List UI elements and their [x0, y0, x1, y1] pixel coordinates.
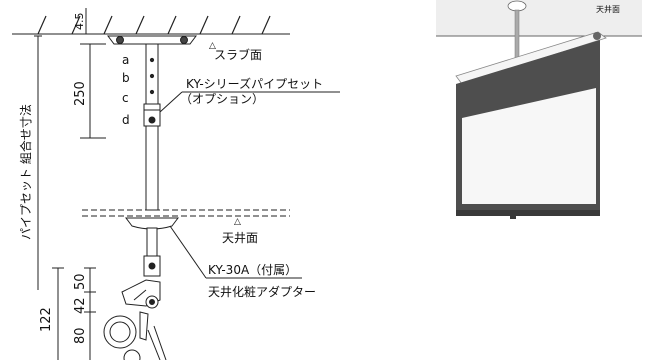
- lower-pipe: [143, 227, 161, 277]
- adapter-sub-label: 天井化粧アダプター: [208, 284, 316, 299]
- ceiling-triangle: △: [234, 217, 241, 227]
- photo-ceiling-label: 天井面: [596, 4, 620, 14]
- pipe-set-label: KY-シリーズパイプセット: [186, 76, 323, 91]
- dim-pipe-length: [80, 43, 106, 139]
- dim-bottom-total-label: 122: [39, 307, 54, 332]
- hole-label-b: b: [122, 71, 130, 85]
- ceiling-adapter: [125, 217, 179, 230]
- dim-seg-mid-label: 42: [73, 297, 88, 314]
- dim-seg-upper-label: 50: [73, 273, 88, 290]
- dim-top-gap: [80, 8, 92, 35]
- top-mounting-plate: [107, 35, 197, 45]
- technical-drawing: a b c d 4.5 250 パイプセット 組合せ寸法 △ スラブ面 KY-シ…: [12, 8, 340, 364]
- photo-pipe: [507, 0, 527, 67]
- slab-label: スラブ面: [214, 47, 262, 62]
- ceiling-surface: [82, 209, 290, 217]
- dim-top-gap-label: 4.5: [73, 13, 86, 31]
- hole-label-a: a: [122, 53, 129, 67]
- adapter-leader: [169, 225, 207, 279]
- hole-label-c: c: [122, 91, 129, 105]
- pipe-set-option-label: （オプション）: [180, 92, 264, 106]
- hole-label-d: d: [122, 113, 130, 127]
- dim-pipe-length-label: 250: [73, 81, 88, 106]
- dim-bottom: [52, 267, 96, 360]
- slab-triangle: △: [209, 41, 216, 51]
- slab-surface: [12, 15, 290, 35]
- dim-pipe-set-total-label: パイプセット 組合せ寸法: [18, 104, 33, 240]
- screen-bracket: [103, 279, 167, 364]
- pipe-set-leader: [159, 91, 183, 113]
- adapter-label: KY-30A（付属）: [208, 263, 297, 277]
- dim-seg-lower-label: 80: [73, 327, 88, 344]
- ceiling-label: 天井面: [222, 231, 258, 245]
- dim-pipe-set-total: [34, 35, 42, 290]
- photo-screen-housing: [455, 31, 607, 85]
- upper-pipe: [143, 43, 161, 211]
- photo-screen: [456, 40, 600, 219]
- screen-illustration: 天井面: [436, 0, 642, 219]
- ceiling-panel: [436, 0, 642, 36]
